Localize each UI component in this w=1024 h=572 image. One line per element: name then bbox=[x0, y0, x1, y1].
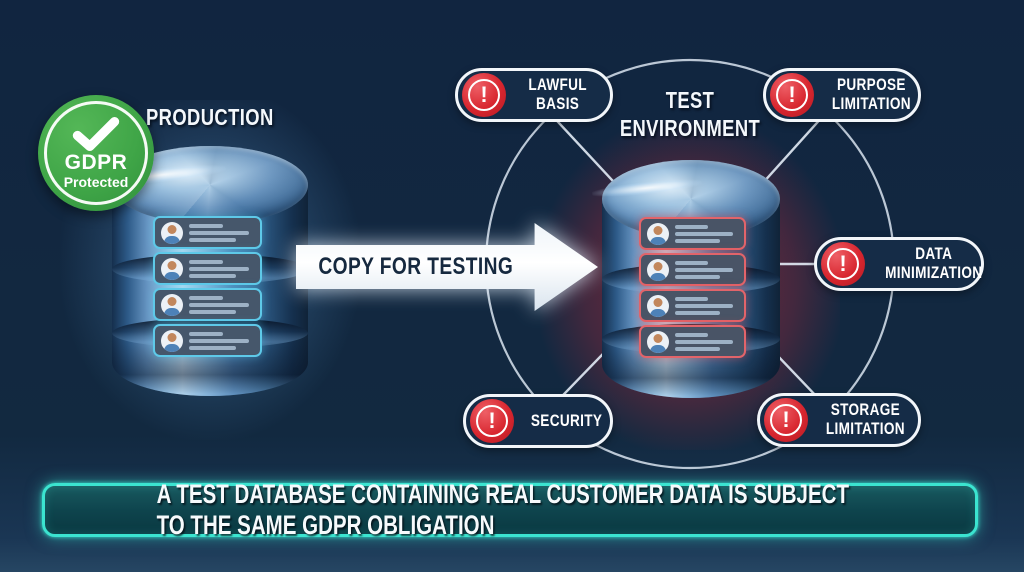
warning-badge-label: STORAGE LIMITATION bbox=[825, 400, 905, 438]
warning-badge-label: PURPOSE LIMITATION bbox=[831, 75, 911, 113]
user-record-card bbox=[153, 252, 262, 285]
production-title: PRODUCTION bbox=[146, 104, 274, 130]
record-fields bbox=[675, 332, 738, 351]
warning-icon: ! bbox=[770, 73, 814, 117]
gdpr-badge-title: GDPR bbox=[64, 151, 128, 175]
warning-badge-lawful-basis: ! LAWFUL BASIS bbox=[455, 68, 613, 122]
banner-text: A TEST DATABASE CONTAINING REAL CUSTOMER… bbox=[156, 479, 849, 540]
record-fields bbox=[189, 259, 254, 278]
record-fields bbox=[189, 295, 254, 314]
warning-icon: ! bbox=[821, 242, 865, 286]
user-avatar-icon bbox=[647, 222, 669, 245]
checkmark-icon bbox=[72, 117, 120, 152]
user-record-card bbox=[639, 289, 746, 322]
user-record-card bbox=[153, 324, 262, 357]
copy-arrow-label: COPY FOR TESTING bbox=[317, 253, 513, 280]
test-record-cards bbox=[639, 217, 746, 358]
user-avatar-icon bbox=[647, 330, 669, 353]
warning-icon: ! bbox=[462, 73, 506, 117]
user-avatar-icon bbox=[161, 293, 183, 316]
record-fields bbox=[675, 224, 738, 243]
user-record-card bbox=[639, 217, 746, 250]
user-record-card bbox=[639, 325, 746, 358]
record-fields bbox=[189, 331, 254, 350]
warning-icon: ! bbox=[470, 399, 514, 443]
warning-icon: ! bbox=[764, 398, 808, 442]
test-title-line1: TEST bbox=[665, 87, 715, 113]
warning-badge-label: LAWFUL BASIS bbox=[528, 75, 588, 113]
user-record-card bbox=[639, 253, 746, 286]
warning-badge-security: ! SECURITY bbox=[463, 394, 613, 448]
record-fields bbox=[189, 223, 254, 242]
gdpr-protected-badge: GDPR Protected bbox=[38, 95, 154, 211]
user-record-card bbox=[153, 216, 262, 249]
test-title-line2: ENVIRONMENT bbox=[619, 114, 761, 141]
test-environment-title: TEST ENVIRONMENT bbox=[593, 87, 787, 142]
warning-badge-label: SECURITY bbox=[530, 410, 603, 430]
warning-badge-purpose-limitation: ! PURPOSE LIMITATION bbox=[763, 68, 921, 122]
warning-badge-label: DATA MINIMIZATION bbox=[885, 244, 983, 282]
warning-badge-data-minimization: ! DATA MINIMIZATION bbox=[814, 237, 984, 291]
warning-badge-storage-limitation: ! STORAGE LIMITATION bbox=[757, 393, 921, 447]
user-avatar-icon bbox=[161, 221, 183, 244]
user-avatar-icon bbox=[647, 294, 669, 317]
record-fields bbox=[675, 260, 738, 279]
user-avatar-icon bbox=[161, 329, 183, 352]
gdpr-badge-subtitle: Protected bbox=[63, 174, 129, 191]
production-record-cards bbox=[153, 216, 262, 357]
user-avatar-icon bbox=[647, 258, 669, 281]
copy-arrow: COPY FOR TESTING bbox=[296, 223, 598, 311]
gdpr-obligation-banner: A TEST DATABASE CONTAINING REAL CUSTOMER… bbox=[42, 479, 978, 540]
user-record-card bbox=[153, 288, 262, 321]
record-fields bbox=[675, 296, 738, 315]
user-avatar-icon bbox=[161, 257, 183, 280]
